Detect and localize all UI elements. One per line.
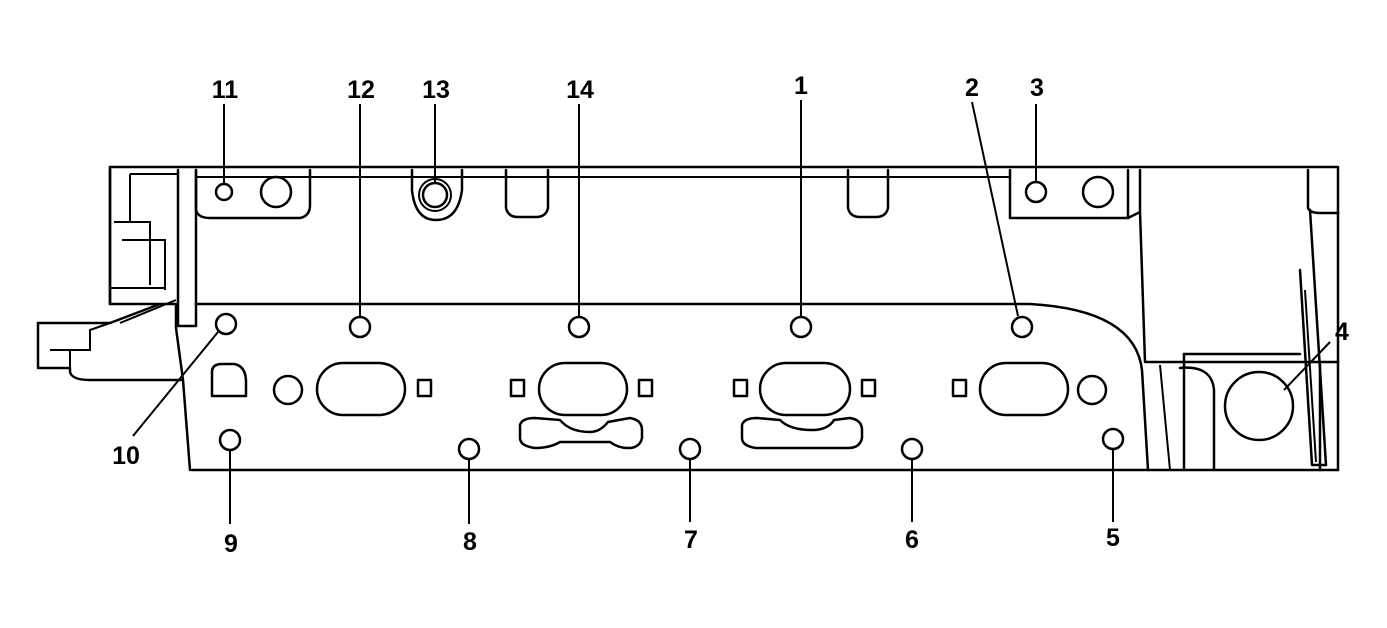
callout-11: 11 [212,76,239,104]
ports-and-passages [210,361,1108,450]
bolt-hole-1 [789,315,813,339]
bolt-hole-3 [1024,180,1048,204]
bolt-hole-9 [218,428,242,452]
bolt-hole-12 [348,315,372,339]
bolt-hole-10 [214,312,238,336]
bolt-holes [214,175,1125,461]
bolt-hole-8 [457,437,481,461]
callout-labels: 1 2 3 4 5 6 7 8 9 10 11 12 13 14 [112,72,1349,558]
callout-6: 6 [905,526,919,554]
callout-9: 9 [224,530,238,558]
bolt-hole-2 [1010,315,1034,339]
callout-10: 10 [112,442,140,470]
lug-hole [1081,175,1115,209]
callout-1: 1 [794,72,808,100]
lug-hole [259,175,293,209]
head-outline [108,165,1340,472]
leader-lines [132,100,1331,524]
callout-13: 13 [422,76,450,104]
left-end-bracket [36,168,185,382]
callout-12: 12 [347,76,375,104]
bolt-hole-5 [1101,427,1125,451]
right-end-structure [1126,168,1340,472]
top-flange-lugs [194,168,1130,222]
bolt-hole-14 [567,315,591,339]
callout-5: 5 [1106,524,1120,552]
bolt-hole-7 [678,437,702,461]
bolt-hole-13 [421,181,449,209]
callout-8: 8 [463,528,477,556]
bolt-hole-6 [900,437,924,461]
bolt-hole-11 [214,182,234,202]
callout-3: 3 [1030,74,1044,102]
callout-4: 4 [1335,318,1349,346]
callout-2: 2 [965,74,979,102]
callout-7: 7 [684,526,698,554]
callout-14: 14 [566,76,594,104]
